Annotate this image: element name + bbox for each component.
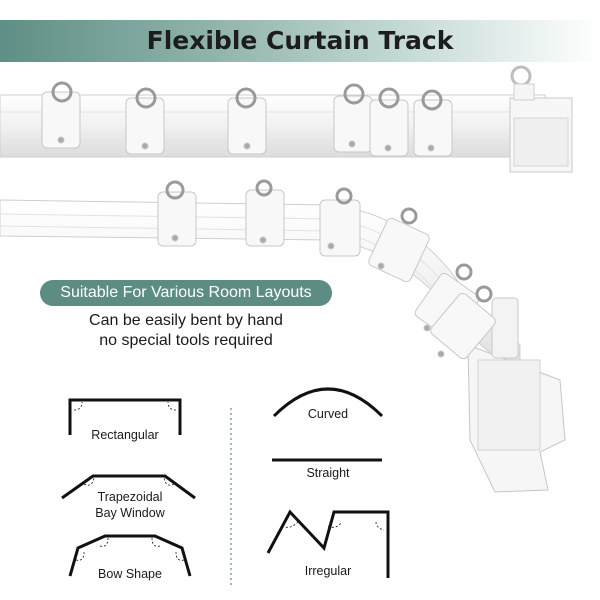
straight-track	[0, 65, 573, 173]
title-banner	[0, 20, 600, 62]
rectangular-diagram	[68, 398, 182, 435]
runner	[430, 285, 496, 360]
straight-track-runners	[41, 81, 453, 157]
trapezoidal-label: Trapezoidal	[97, 490, 163, 504]
curved-diagram	[272, 387, 384, 418]
runner	[245, 179, 285, 247]
runner	[319, 187, 361, 257]
runner	[157, 180, 197, 247]
no-tools-text: no special tools required	[99, 332, 273, 349]
irregular-diagram	[266, 509, 390, 578]
bend-by-hand-text: Can be easily bent by hand	[89, 312, 283, 329]
rectangular-label: Rectangular	[91, 428, 159, 442]
runner	[369, 87, 409, 157]
runner	[368, 207, 430, 283]
layouts-pill: Suitable For Various Room Layouts	[40, 280, 332, 306]
runner	[125, 87, 165, 155]
straight-label: Straight	[306, 466, 350, 480]
trapezoidal-diagram	[61, 474, 196, 500]
irregular-label: Irregular	[304, 564, 352, 578]
runner	[227, 87, 267, 155]
page-title: Flexible Curtain Track	[146, 26, 454, 55]
curved-label: Curved	[307, 407, 349, 421]
bow-shape-diagram	[68, 534, 192, 577]
runner	[413, 89, 453, 157]
bay-window-label: Bay Window	[95, 506, 165, 520]
bow-shape-label: Bow Shape	[98, 567, 162, 581]
bent-track-runners	[157, 179, 496, 360]
runner	[41, 81, 81, 149]
